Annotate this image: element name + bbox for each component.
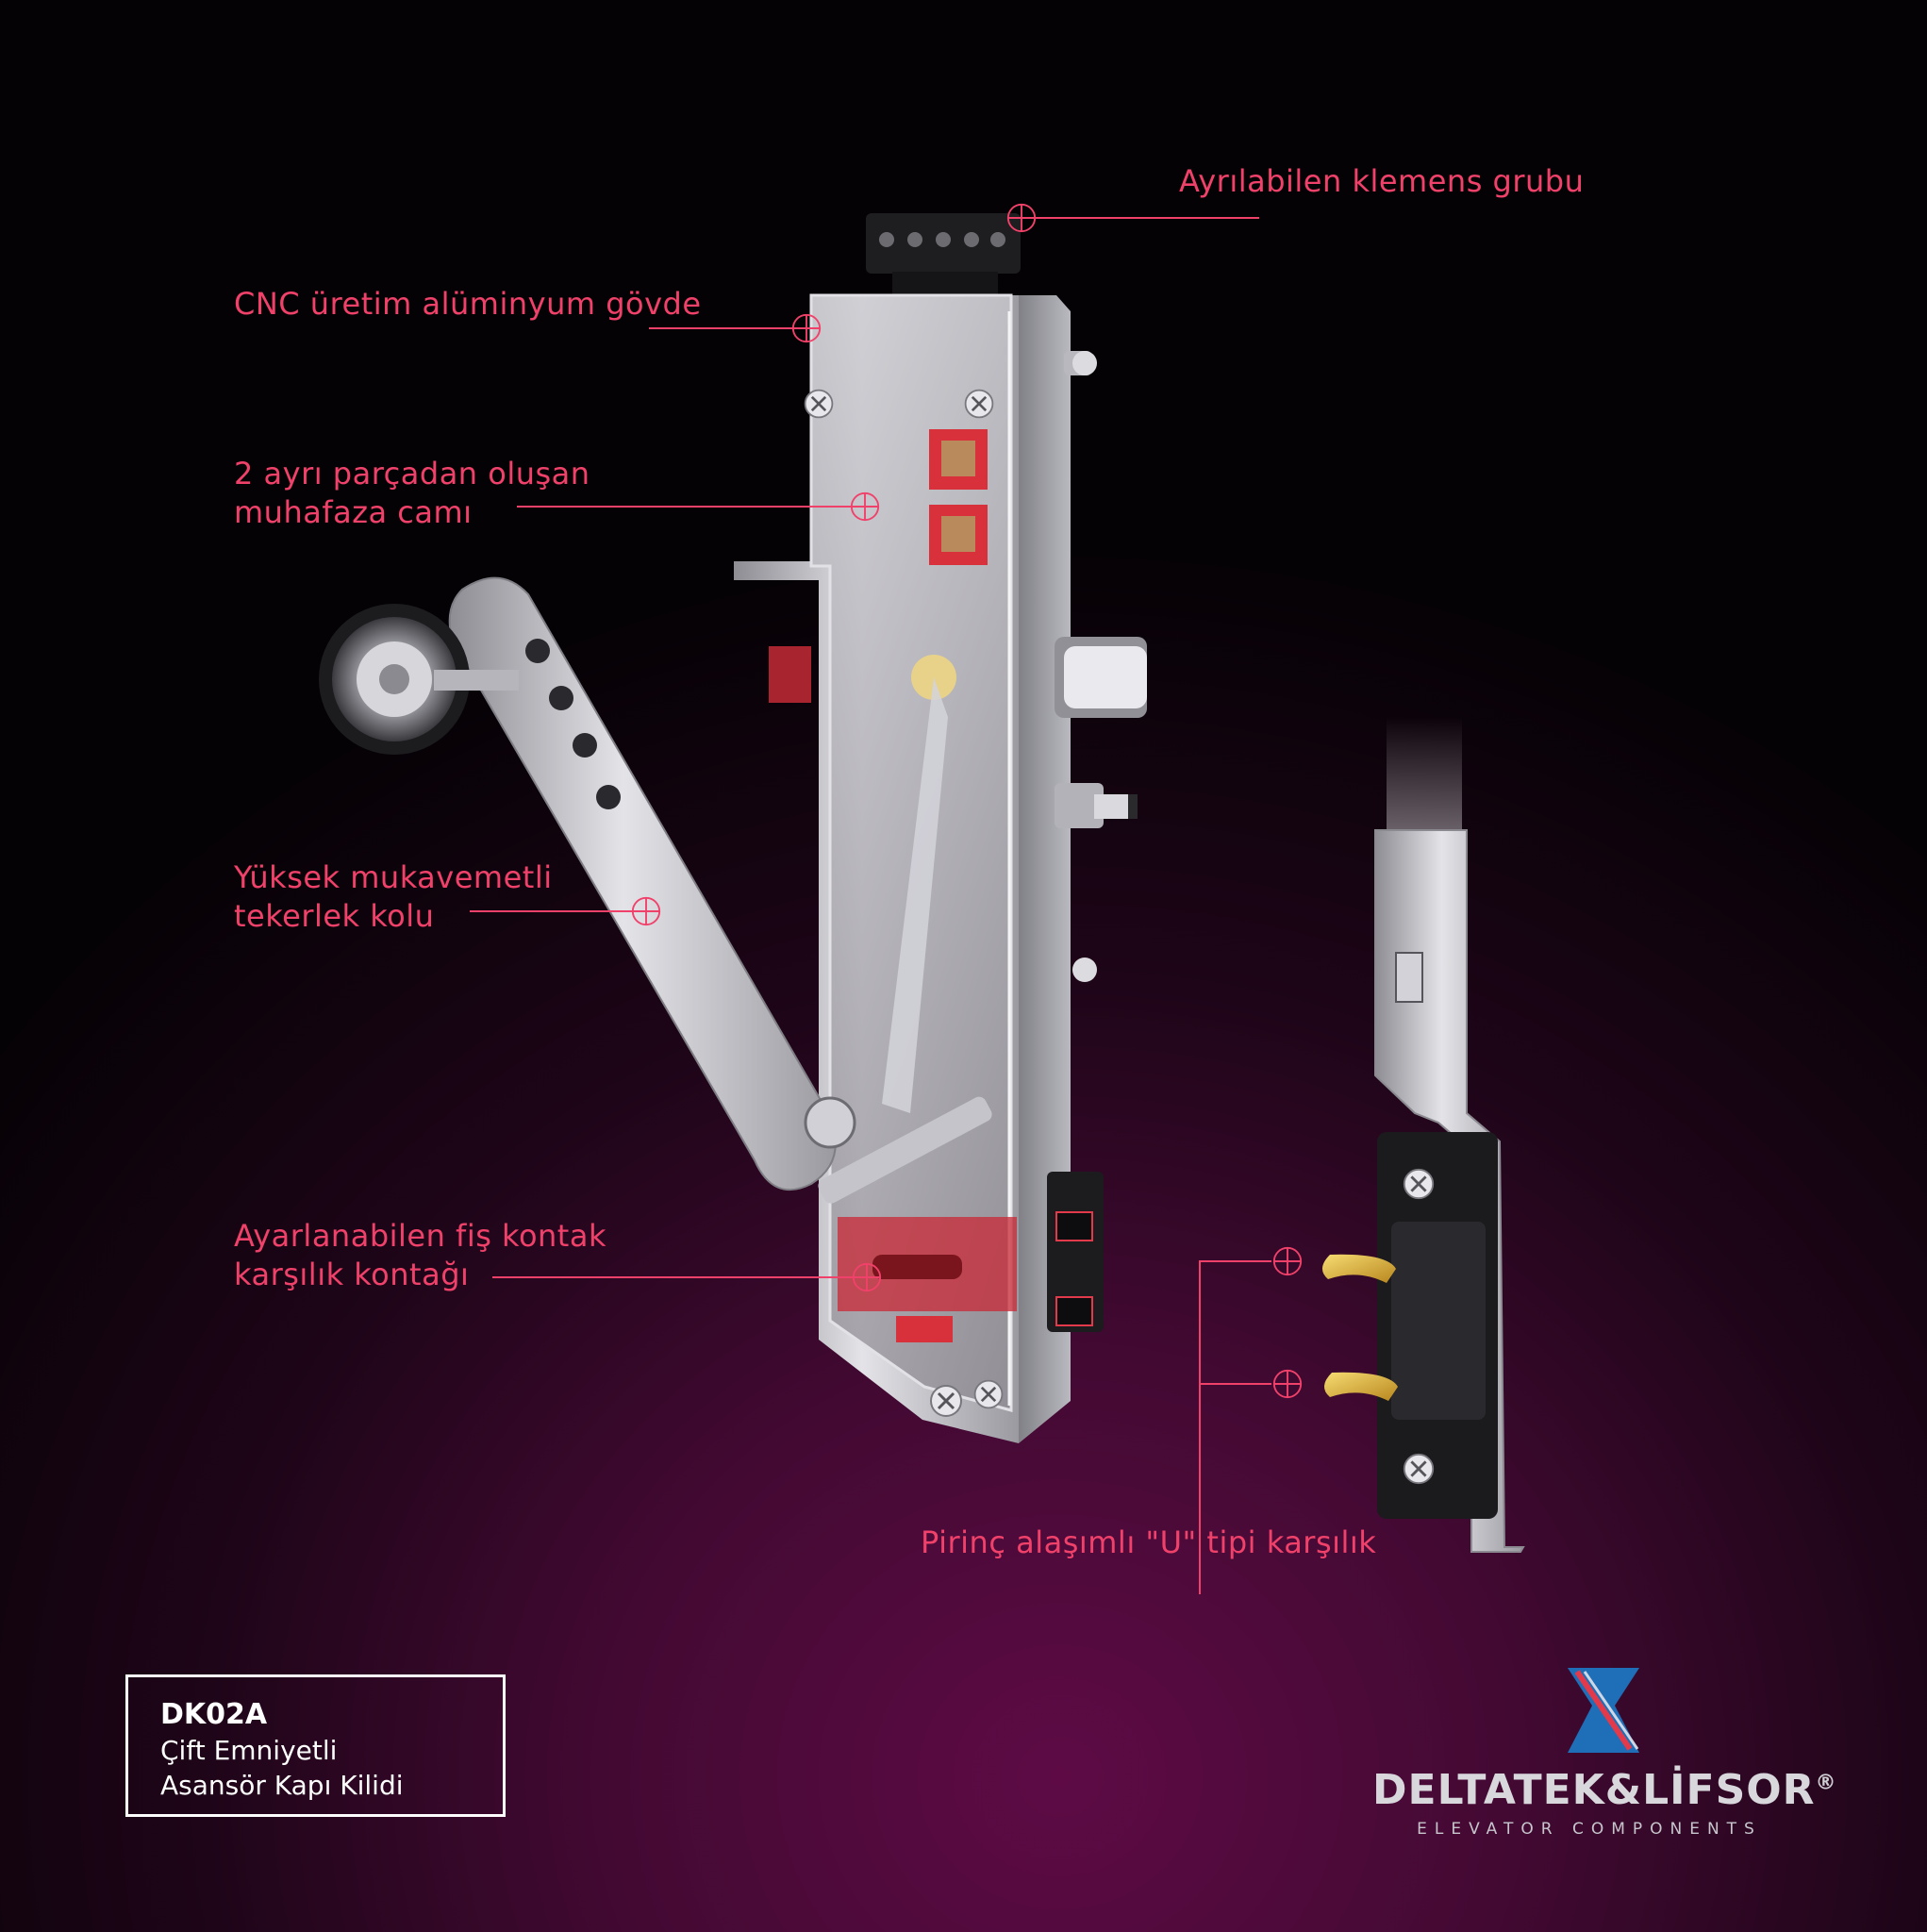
product-info-box: DK02A Çift Emniyetli Asansör Kapı Kilidi <box>125 1674 506 1817</box>
counterpart-plate <box>1321 717 1525 1553</box>
crosshair-icon <box>791 313 822 343</box>
crosshair-icon <box>852 1262 882 1292</box>
callout-line: tekerlek kolu <box>234 898 435 934</box>
callout-line: Pirinç alaşımlı "U" tipi karşılık <box>921 1524 1377 1560</box>
callout-roller-arm: Yüksek mukavemetli tekerlek kolu <box>234 858 553 936</box>
brand-tagline: ELEVATOR COMPONENTS <box>1417 1820 1762 1839</box>
crosshair-icon <box>1006 203 1037 233</box>
callout-cover-glass: 2 ayrı parçadan oluşan muhafaza camı <box>234 455 590 532</box>
callout-line: 2 ayrı parçadan oluşan <box>234 456 590 491</box>
crosshair-icon <box>631 896 661 926</box>
crosshair-icon <box>1272 1246 1303 1276</box>
callout-line: CNC üretim alüminyum gövde <box>234 286 702 322</box>
callout-line: karşılık kontağı <box>234 1257 470 1292</box>
roller-wheel <box>319 604 519 755</box>
registered-mark: ® <box>1815 1771 1837 1795</box>
product-model: DK02A <box>160 1698 268 1731</box>
brand-name-row: DELTATEK&LİFSOR® <box>1372 1766 1836 1814</box>
brand-logo: DELTATEK&LİFSOR® ELEVATOR COMPONENTS <box>1372 1766 1836 1839</box>
callout-plug-contact: Ayarlanabilen fiş kontak karşılık kontağ… <box>234 1217 606 1294</box>
crosshair-icon <box>1272 1369 1303 1399</box>
callout-u-counterpart: Pirinç alaşımlı "U" tipi karşılık <box>921 1524 1376 1562</box>
terminal-block <box>866 213 1021 298</box>
lock-body <box>734 293 1147 1443</box>
brand-logo-mark <box>1568 1668 1639 1753</box>
callout-line: muhafaza camı <box>234 494 473 530</box>
callout-cnc-body: CNC üretim alüminyum gövde <box>234 285 702 324</box>
callout-terminal-group: Ayrılabilen klemens grubu <box>1179 162 1584 201</box>
crosshair-icon <box>850 491 880 522</box>
callout-line: Ayrılabilen klemens grubu <box>1179 163 1585 199</box>
callout-line: Ayarlanabilen fiş kontak <box>234 1218 606 1254</box>
callout-leaders <box>470 217 1271 1594</box>
product-description-line: Asansör Kapı Kilidi <box>160 1770 404 1801</box>
callout-line: Yüksek mukavemetli <box>234 859 553 895</box>
product-description-line: Çift Emniyetli <box>160 1735 338 1766</box>
brand-name: DELTATEK&LİFSOR <box>1372 1766 1816 1814</box>
